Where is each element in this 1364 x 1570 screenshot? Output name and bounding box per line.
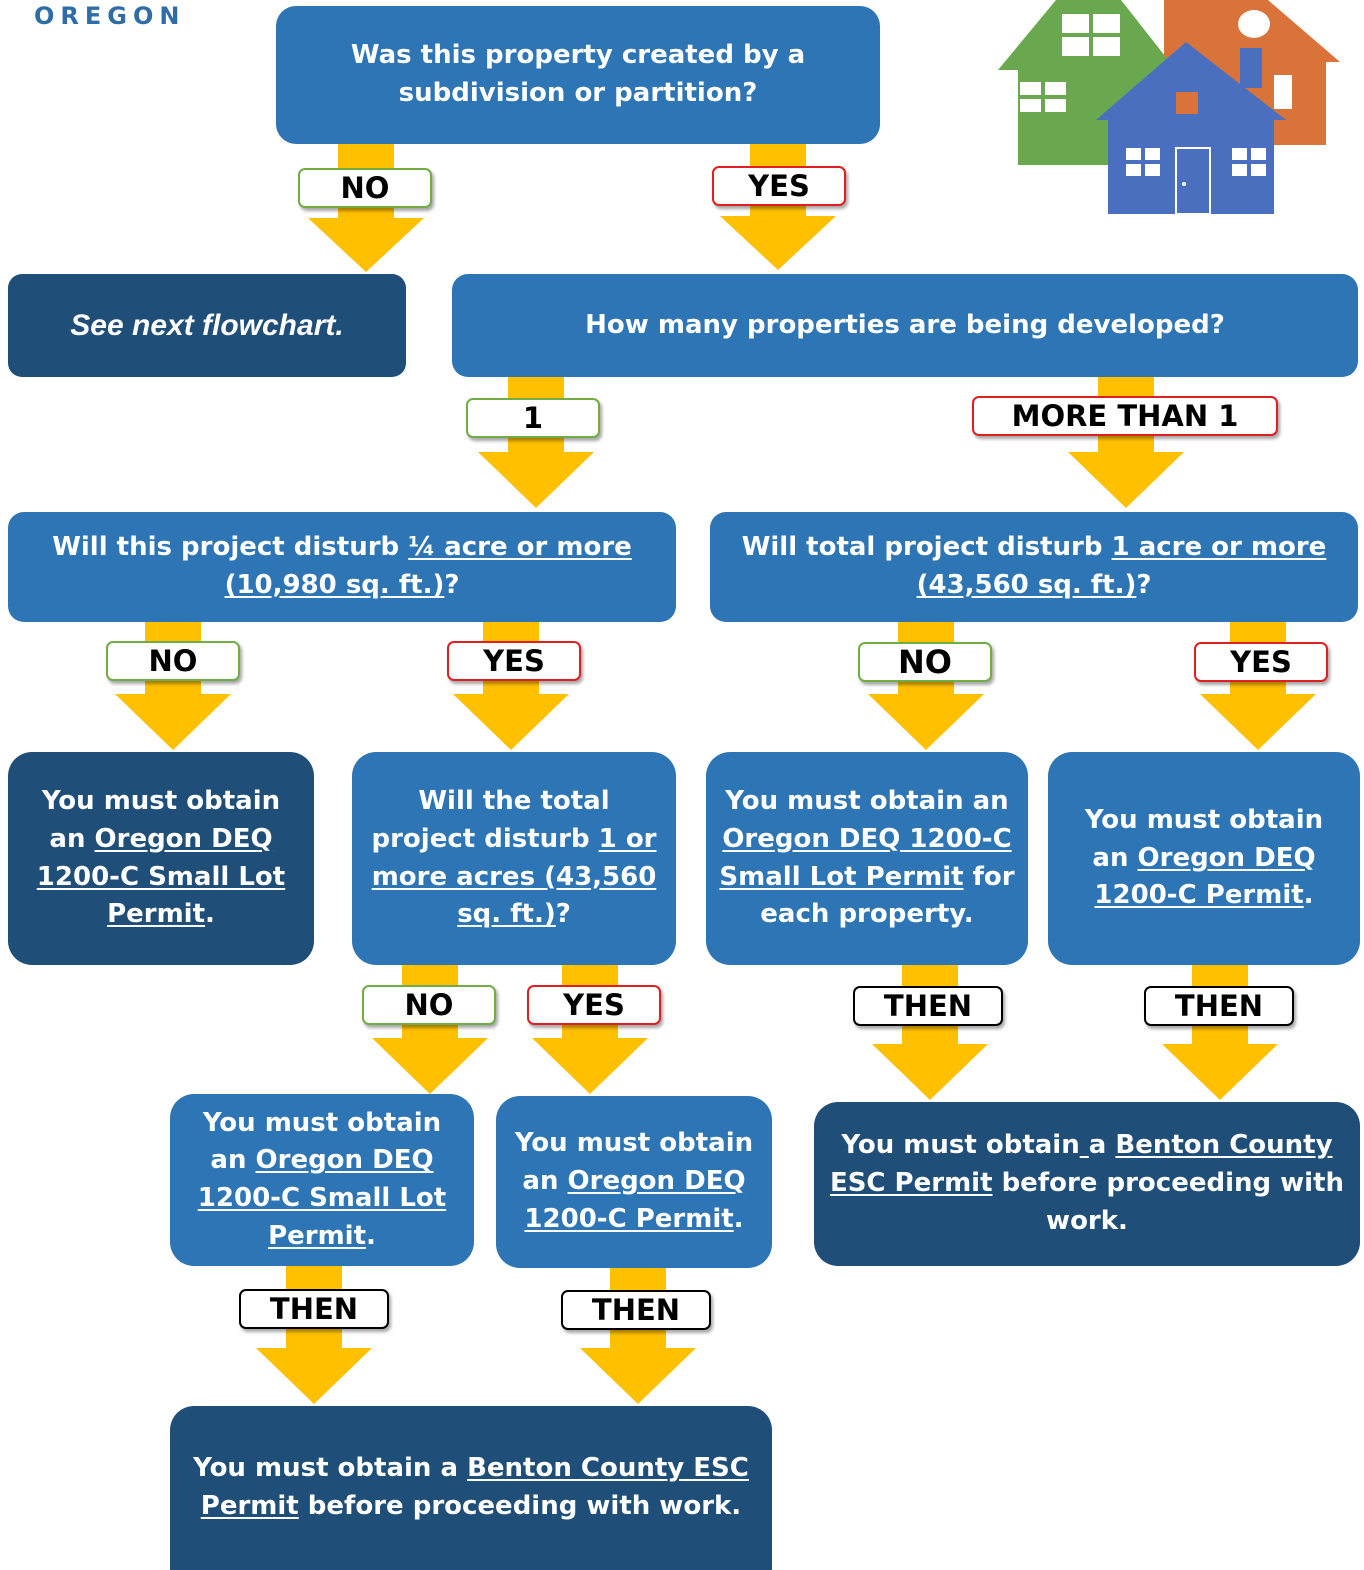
permit-link-b[interactable]: Permit xyxy=(268,1220,367,1251)
label-then-bottom-2: THEN xyxy=(561,1290,711,1330)
q5-post: ? xyxy=(555,899,571,930)
benton-county-link[interactable]: Benton County xyxy=(1115,1130,1333,1161)
q4-pre: Will total project disturb xyxy=(741,532,1112,563)
q3-post: ? xyxy=(444,570,460,600)
quarter-acre-link[interactable]: ¼ acre or more xyxy=(408,532,632,563)
question-one-acre: Will total project disturb 1 acre or mor… xyxy=(710,512,1358,622)
escb-pre: You must obtain a xyxy=(193,1453,468,1484)
rse-line4: each property. xyxy=(760,899,974,930)
permit-1200c-link-mid[interactable]: 1200-C Permit xyxy=(524,1203,734,1234)
rslb-an: an xyxy=(210,1145,256,1176)
label-more-than-one: MORE THAN 1 xyxy=(972,396,1278,436)
escb-post: before proceeding with work. xyxy=(298,1491,742,1521)
rpm-line1: You must obtain xyxy=(514,1128,754,1159)
question-one-or-more-acres: Will the total project disturb 1 or more… xyxy=(352,752,676,965)
rslb-line1: You must obtain xyxy=(202,1107,442,1138)
result-small-lot-permit-bottom: You must obtain an Oregon DEQ 1200-C Sma… xyxy=(170,1094,474,1266)
rpr-an: an xyxy=(1092,842,1138,873)
question-properties-count: How many properties are being developed? xyxy=(452,274,1358,377)
label-yes-q4: YES xyxy=(1194,642,1328,682)
q2-text: How many properties are being developed? xyxy=(585,309,1225,340)
rsla-an: an xyxy=(49,823,95,854)
label-one: 1 xyxy=(466,398,600,438)
q1-line2: subdivision or partition? xyxy=(398,78,758,108)
escr-a: a xyxy=(1088,1130,1116,1161)
oregon-logo: OREGON xyxy=(34,2,186,30)
result-esc-permit-bottom: You must obtain a Benton County ESC Perm… xyxy=(170,1406,772,1570)
small-lot-link-b[interactable]: 1200-C Small Lot xyxy=(197,1183,447,1213)
small-lot-link[interactable]: 1200-C Small Lot xyxy=(36,861,286,892)
escr-space xyxy=(1080,1130,1089,1160)
more-acres-link[interactable]: more acres (43,560 xyxy=(371,861,657,892)
quarter-acre-sqft-link[interactable]: (10,980 sq. ft.) xyxy=(224,570,445,600)
label-no-q1: NO xyxy=(298,168,432,208)
result-esc-permit-right: You must obtain a Benton County ESC Perm… xyxy=(814,1102,1360,1266)
rsla-line1: You must obtain xyxy=(41,786,281,817)
esc-permit-link[interactable]: ESC Permit xyxy=(829,1168,993,1199)
one-acre-link[interactable]: 1 acre or more xyxy=(1111,532,1327,563)
escr-pre: You must obtain xyxy=(841,1130,1080,1161)
oregon-deq-link-b[interactable]: Oregon DEQ xyxy=(255,1145,434,1176)
see-next-flowchart[interactable]: See next flowchart. xyxy=(8,274,406,377)
label-no-q5: NO xyxy=(362,985,496,1025)
rpm-an: an xyxy=(522,1166,568,1197)
oregon-deq-link[interactable]: Oregon DEQ xyxy=(94,823,273,854)
result-small-lot-permit-left: You must obtain an Oregon DEQ 1200-C Sma… xyxy=(8,752,314,965)
label-then-bottom-1: THEN xyxy=(239,1289,389,1329)
q1-line1: Was this property created by a xyxy=(350,40,806,71)
label-yes-q3: YES xyxy=(447,641,581,681)
benton-county-esc-link[interactable]: Benton County ESC xyxy=(467,1453,749,1484)
small-lot-permit-link[interactable]: Small Lot Permit xyxy=(719,861,964,892)
sqft-link[interactable]: sq. ft.) xyxy=(457,899,556,930)
result-1200c-permit-mid: You must obtain an Oregon DEQ 1200-C Per… xyxy=(496,1096,772,1268)
label-no-q3: NO xyxy=(106,641,240,681)
label-no-q4: NO xyxy=(858,642,992,682)
see-next-text: See next flowchart. xyxy=(70,308,344,342)
rsla-period: . xyxy=(205,899,215,930)
q4-post: ? xyxy=(1136,570,1152,600)
q5-line1: Will the total xyxy=(418,786,610,817)
label-then-right-1: THEN xyxy=(853,986,1003,1026)
escr-line3: work. xyxy=(1046,1205,1128,1236)
rpr-period: . xyxy=(1303,880,1314,911)
question-quarter-acre: Will this project disturb ¼ acre or more… xyxy=(8,512,676,622)
label-yes-q1: YES xyxy=(712,166,846,206)
rse-line1: You must obtain an xyxy=(725,786,1009,817)
q3-pre: Will this project disturb xyxy=(52,532,409,563)
one-or-link[interactable]: 1 or xyxy=(598,823,657,854)
result-1200c-permit-right: You must obtain an Oregon DEQ 1200-C Per… xyxy=(1048,752,1360,965)
permit-link[interactable]: Permit xyxy=(107,899,206,930)
rpm-period: . xyxy=(733,1203,744,1234)
houses-illustration-icon xyxy=(998,0,1340,215)
permit-link-bottom[interactable]: Permit xyxy=(200,1491,299,1521)
permit-1200c-link-right[interactable]: 1200-C Permit xyxy=(1094,880,1304,911)
question-subdivision: Was this property created by a subdivisio… xyxy=(276,6,880,144)
result-small-lot-each-property: You must obtain an Oregon DEQ 1200-C Sma… xyxy=(706,752,1028,965)
one-acre-sqft-link[interactable]: (43,560 sq. ft.) xyxy=(916,570,1137,600)
oregon-deq-link-mid[interactable]: Oregon DEQ xyxy=(567,1166,746,1197)
rslb-period: . xyxy=(366,1220,376,1251)
oregon-deq-link-right[interactable]: Oregon DEQ xyxy=(1137,842,1316,873)
q5-line2-pre: project disturb xyxy=(371,823,599,854)
rpr-line1: You must obtain xyxy=(1084,804,1324,835)
escr-post: before proceeding with xyxy=(992,1168,1345,1199)
rse-for: for xyxy=(963,861,1015,892)
deq-1200c-link[interactable]: Oregon DEQ 1200-C xyxy=(722,823,1012,854)
label-yes-q5: YES xyxy=(527,985,661,1025)
label-then-right-2: THEN xyxy=(1144,986,1294,1026)
